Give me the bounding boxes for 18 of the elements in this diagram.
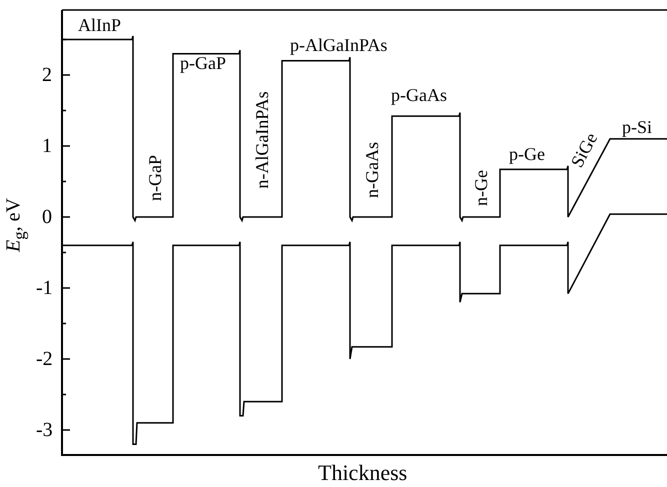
layer-label: p-GaP	[180, 54, 226, 72]
tick-label: 0	[42, 207, 52, 227]
tick-label: 2	[42, 65, 52, 85]
tick-label: -1	[36, 278, 53, 298]
axis-title: Thickness	[318, 462, 408, 484]
layer-label: p-GaAs	[391, 86, 447, 104]
layer-label: n-Ge	[472, 170, 490, 206]
layer-label: AlInP	[78, 16, 122, 34]
tick-label: -2	[36, 349, 53, 369]
layer-label: n-GaP	[146, 155, 164, 201]
layer-label: p-Si	[622, 118, 652, 136]
layer-label: SiGe	[568, 130, 600, 170]
layer-label: p-Ge	[509, 145, 545, 163]
layer-label: n-GaAs	[363, 142, 381, 198]
layer-label: p-AlGaInPAs	[290, 36, 388, 54]
tick-label: 1	[42, 136, 52, 156]
layer-label: n-AlGaInPAs	[253, 91, 271, 189]
tick-label: -3	[36, 420, 53, 440]
